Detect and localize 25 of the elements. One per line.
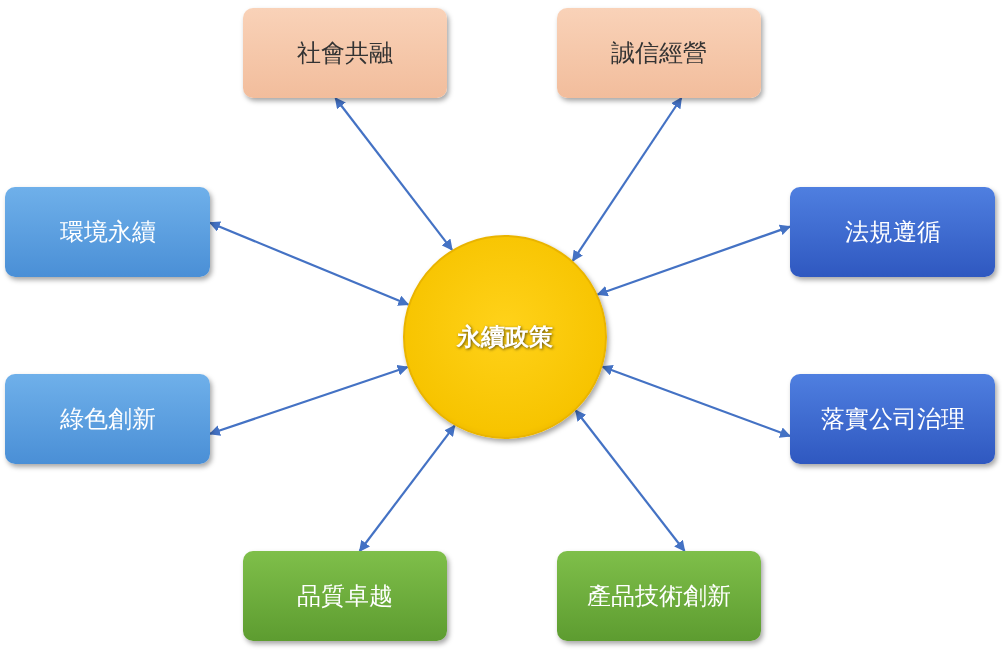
double-arrow xyxy=(209,221,410,306)
double-arrow xyxy=(334,97,453,251)
topic-box xyxy=(557,551,761,641)
policy-label: 永續政策 xyxy=(457,322,553,353)
topic-box xyxy=(790,374,995,464)
topic-label: 產品技術創新 xyxy=(587,581,731,612)
double-arrow xyxy=(596,224,792,297)
topic-label: 綠色創新 xyxy=(59,404,156,435)
topic-box xyxy=(243,8,447,98)
topic-box xyxy=(557,8,761,98)
topic-label: 品質卓越 xyxy=(297,581,393,612)
topic-box xyxy=(5,187,210,277)
double-arrow xyxy=(208,364,409,436)
double-arrow xyxy=(571,97,683,262)
topic-box xyxy=(243,551,447,641)
topic-box xyxy=(5,374,210,464)
double-arrow xyxy=(358,424,456,552)
topic-box xyxy=(790,187,995,277)
topic-label: 落實公司治理 xyxy=(820,404,965,435)
double-arrow xyxy=(601,365,792,438)
topic-label: 環境永續 xyxy=(59,217,156,248)
topic-label: 誠信經營 xyxy=(611,38,707,69)
topic-label: 社會共融 xyxy=(297,38,393,69)
topic-label: 法規遵循 xyxy=(844,217,941,248)
double-arrow xyxy=(574,409,686,552)
